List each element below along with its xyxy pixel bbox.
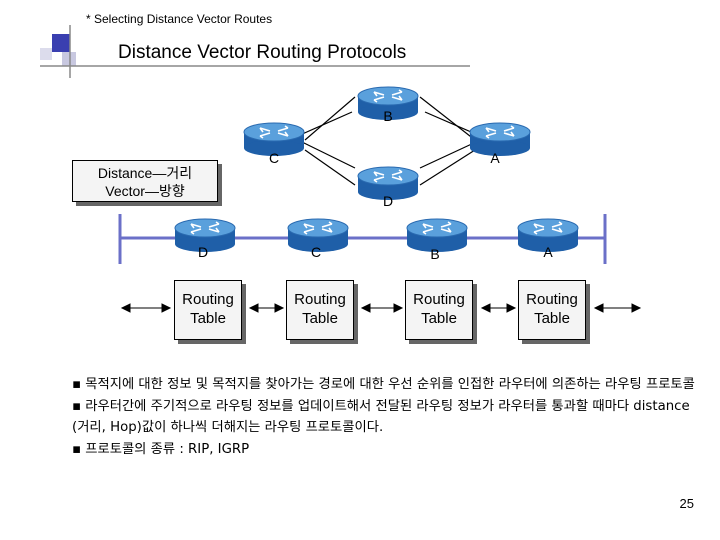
router-c-label: C (268, 150, 280, 166)
routing-table-label: Routing (294, 291, 346, 308)
router-a-label: A (490, 150, 500, 166)
arrow-ba (424, 111, 479, 136)
link-c-d (304, 149, 356, 186)
routing-table-label: Table (190, 310, 226, 327)
breadcrumb: * Selecting Distance Vector Routes (86, 12, 273, 26)
routing-table-d: Routing Table (174, 280, 242, 340)
segment-router-a-label: A (543, 244, 553, 260)
bullet-item: ▪ 목적지에 대한 정보 및 목적지를 찾아가는 경로에 대한 우선 순위를 인… (72, 377, 695, 392)
routing-table-label: Routing (182, 291, 234, 308)
routing-table-a: Routing Table (518, 280, 586, 340)
routing-table-label: Routing (526, 291, 578, 308)
concept-box: Distance—거리 Vector—방향 (72, 160, 218, 202)
routing-table-b: Routing Table (405, 280, 473, 340)
ring-links (299, 96, 479, 186)
link-b-a (419, 96, 476, 141)
concept-distance: Distance—거리 (97, 165, 193, 181)
page-title: Distance Vector Routing Protocols (118, 42, 407, 63)
arrow-a (419, 141, 477, 169)
bullet-item: ▪ 라우터간에 주기적으로 라우팅 정보를 업데이트해서 전달된 라우팅 정보가… (72, 398, 690, 436)
table-arrows (120, 303, 642, 313)
router-d-label: D (382, 193, 394, 209)
segment-router-d-label: D (197, 244, 209, 260)
routing-table-label: Table (302, 310, 338, 327)
segment-router-b-label: B (430, 246, 440, 262)
concept-vector: Vector—방향 (105, 183, 185, 199)
arrow-c (301, 141, 356, 169)
page-number: 25 (679, 496, 694, 511)
link-c-b (304, 96, 356, 141)
routing-table-label: Routing (413, 291, 465, 308)
segment-router-c-label: C (310, 244, 322, 260)
routing-table-label: Table (421, 310, 457, 327)
bullet-list: ▪ 목적지에 대한 정보 및 목적지를 찾아가는 경로에 대한 우선 순위를 인… (72, 374, 702, 460)
corner-decoration (40, 25, 470, 78)
bullet-item: ▪ 프로토콜의 종류 : RIP, IGRP (72, 441, 250, 457)
routing-table-label: Table (534, 310, 570, 327)
corner-square-light (62, 52, 76, 66)
corner-square-dark (52, 34, 70, 52)
corner-square-pale (40, 48, 52, 60)
arrow-cb (299, 111, 353, 136)
network-diagram (118, 86, 642, 313)
routing-table-c: Routing Table (286, 280, 354, 340)
link-d-a (419, 149, 476, 186)
router-b-label: B (383, 108, 393, 124)
